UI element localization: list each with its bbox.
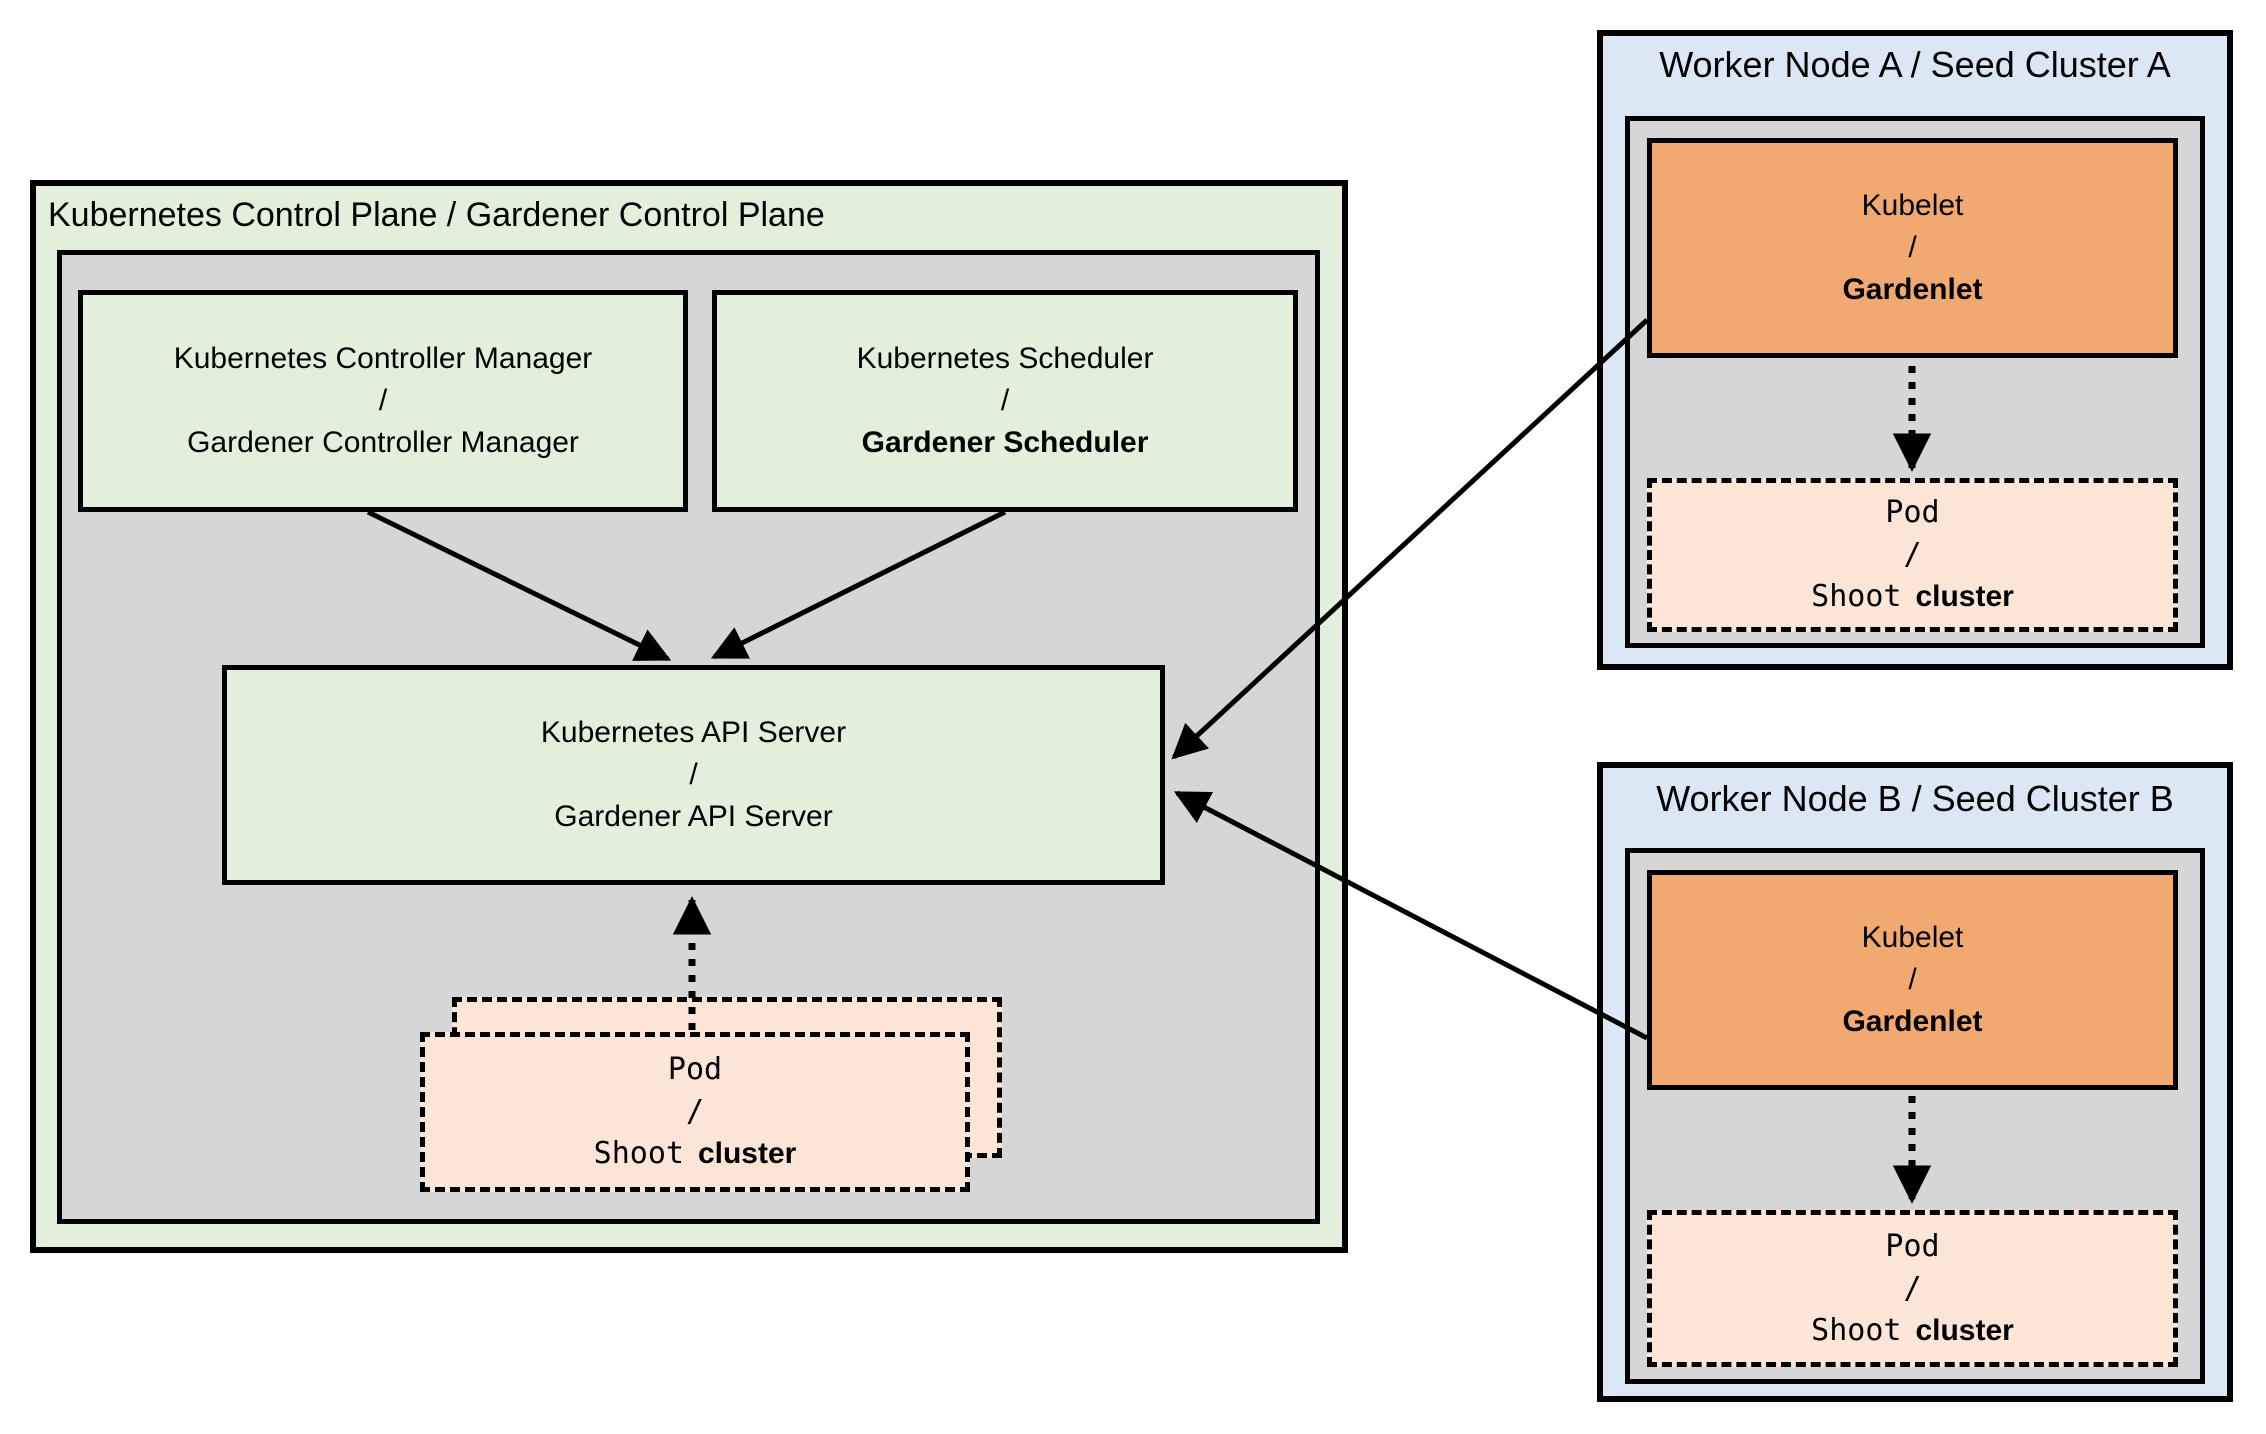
pod-b-line1: Pod	[1885, 1228, 1940, 1264]
controller-manager-line2: Gardener Controller Manager	[187, 426, 579, 459]
pod-b-line2-mono: Shoot	[1811, 1312, 1902, 1348]
pod-line1: Pod	[667, 1052, 723, 1087]
pod-line2-suffix: cluster	[697, 1137, 797, 1170]
worker-b-pod-box: Pod / Shoot cluster	[1647, 1210, 2178, 1367]
kubelet-b-separator: /	[1908, 963, 1917, 996]
kubelet-a-separator: /	[1908, 231, 1917, 264]
pod-separator: /	[685, 1094, 705, 1129]
pod-line2: Shoot cluster	[594, 1133, 797, 1175]
worker-a-pod-box: Pod / Shoot cluster	[1647, 478, 2178, 632]
pod-line2-mono: Shoot	[593, 1136, 684, 1171]
controller-manager-line1: Kubernetes Controller Manager	[173, 342, 593, 375]
pod-a-line2-suffix: cluster	[1915, 580, 2014, 613]
api-server-box: Kubernetes API Server / Gardener API Ser…	[222, 665, 1165, 885]
scheduler-line1: Kubernetes Scheduler	[856, 342, 1154, 375]
controller-manager-box: Kubernetes Controller Manager / Gardener…	[78, 290, 688, 512]
api-server-line2: Gardener API Server	[554, 800, 833, 833]
control-plane-title: Kubernetes Control Plane / Gardener Cont…	[48, 196, 825, 234]
pod-b-separator: /	[1903, 1270, 1922, 1306]
kubelet-a-line2: Gardenlet	[1842, 273, 1983, 306]
pod-a-separator: /	[1903, 537, 1922, 572]
pod-a-line2-mono: Shoot	[1811, 579, 1902, 614]
pod-b-line2-suffix: cluster	[1915, 1313, 2014, 1347]
kubelet-b-box: Kubelet / Gardenlet	[1647, 870, 2178, 1090]
controller-manager-separator: /	[378, 384, 388, 417]
kubelet-b-line1: Kubelet	[1861, 921, 1964, 954]
pod-a-line1: Pod	[1885, 495, 1940, 530]
pod-b-line2: Shoot cluster	[1811, 1310, 2014, 1352]
worker-node-a-title: Worker Node A / Seed Cluster A	[1659, 44, 2171, 85]
scheduler-separator: /	[1000, 384, 1010, 417]
kubelet-a-line1: Kubelet	[1861, 189, 1964, 222]
pod-a-line2: Shoot cluster	[1811, 576, 2014, 618]
api-server-separator: /	[689, 758, 698, 791]
kubelet-b-line2: Gardenlet	[1842, 1005, 1983, 1038]
scheduler-box: Kubernetes Scheduler / Gardener Schedule…	[712, 290, 1298, 512]
control-plane-pod-box: Pod / Shoot cluster	[420, 1032, 970, 1192]
scheduler-line2: Gardener Scheduler	[861, 426, 1149, 459]
kubelet-a-box: Kubelet / Gardenlet	[1647, 138, 2178, 358]
api-server-line1: Kubernetes API Server	[540, 716, 847, 749]
worker-node-b-title: Worker Node B / Seed Cluster B	[1656, 778, 2174, 819]
